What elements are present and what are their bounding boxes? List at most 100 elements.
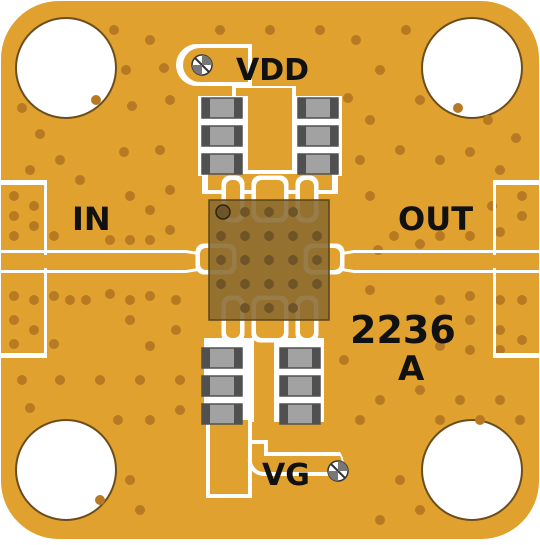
- via: [9, 231, 19, 241]
- chip-ball: [264, 207, 274, 217]
- mounting-hole-icon: [15, 17, 117, 119]
- bypass-capacitors: [201, 97, 339, 425]
- via: [165, 225, 175, 235]
- via: [75, 175, 85, 185]
- chip-ball: [240, 231, 250, 241]
- via: [495, 295, 505, 305]
- via: [495, 395, 505, 405]
- via: [9, 211, 19, 221]
- chip-ball: [312, 279, 322, 289]
- via: [113, 415, 123, 425]
- via: [389, 231, 399, 241]
- via: [365, 285, 375, 295]
- chip-ball: [216, 279, 226, 289]
- chip-ball: [312, 231, 322, 241]
- via: [35, 129, 45, 139]
- via: [495, 227, 505, 237]
- vg-label: VG: [262, 458, 310, 493]
- via: [105, 289, 115, 299]
- capacitor: [201, 97, 243, 119]
- via: [365, 115, 375, 125]
- via: [495, 165, 505, 175]
- via: [415, 385, 425, 395]
- mounting-hole-icon: [421, 17, 523, 119]
- via: [171, 325, 181, 335]
- via: [9, 339, 19, 349]
- via: [17, 375, 27, 385]
- chip-ball: [264, 303, 274, 313]
- via: [165, 95, 175, 105]
- via: [145, 235, 155, 245]
- via: [517, 211, 527, 221]
- via: [375, 515, 385, 525]
- vdd-label: VDD: [236, 53, 309, 88]
- via: [109, 25, 119, 35]
- via: [29, 325, 39, 335]
- via: [351, 35, 361, 45]
- via: [125, 235, 135, 245]
- via: [145, 341, 155, 351]
- chip-ball: [240, 207, 250, 217]
- capacitor: [201, 347, 243, 369]
- via: [415, 505, 425, 515]
- via: [81, 295, 91, 305]
- via: [375, 395, 385, 405]
- via: [355, 155, 365, 165]
- via: [175, 375, 185, 385]
- via: [475, 415, 485, 425]
- via: [119, 147, 129, 157]
- via: [9, 315, 19, 325]
- via: [49, 231, 59, 241]
- via: [175, 405, 185, 415]
- via: [395, 145, 405, 155]
- chip-ball: [240, 303, 250, 313]
- capacitor: [297, 153, 339, 175]
- via: [145, 205, 155, 215]
- chip-ball: [216, 231, 226, 241]
- mounting-hole-icon: [15, 419, 117, 521]
- via: [495, 325, 505, 335]
- via: [155, 145, 165, 155]
- via: [465, 315, 475, 325]
- via: [95, 495, 105, 505]
- via: [125, 315, 135, 325]
- via: [517, 295, 527, 305]
- chip-ball: [264, 255, 274, 265]
- via: [105, 235, 115, 245]
- via: [55, 375, 65, 385]
- via: [343, 93, 353, 103]
- chip-ball: [240, 279, 250, 289]
- via: [29, 221, 39, 231]
- via: [315, 25, 325, 35]
- via: [145, 415, 155, 425]
- via: [9, 191, 19, 201]
- chip-ball: [288, 279, 298, 289]
- via: [511, 133, 521, 143]
- via: [465, 345, 475, 355]
- via: [215, 25, 225, 35]
- chip-ball: [264, 279, 274, 289]
- chip-ball: [288, 303, 298, 313]
- via: [145, 291, 155, 301]
- via: [55, 155, 65, 165]
- capacitor: [279, 403, 321, 425]
- via: [49, 291, 59, 301]
- via: [145, 35, 155, 45]
- chip-ball: [288, 231, 298, 241]
- via: [159, 63, 169, 73]
- screw-pad-icon: [327, 460, 349, 482]
- via: [435, 295, 445, 305]
- via: [49, 339, 59, 349]
- via: [339, 355, 349, 365]
- mounting-hole-icon: [421, 419, 523, 521]
- via: [9, 291, 19, 301]
- out-label: OUT: [398, 200, 473, 238]
- capacitor: [201, 153, 243, 175]
- via: [17, 103, 27, 113]
- via: [125, 475, 135, 485]
- capacitor: [201, 375, 243, 397]
- via: [495, 345, 505, 355]
- via: [265, 25, 275, 35]
- via: [453, 103, 463, 113]
